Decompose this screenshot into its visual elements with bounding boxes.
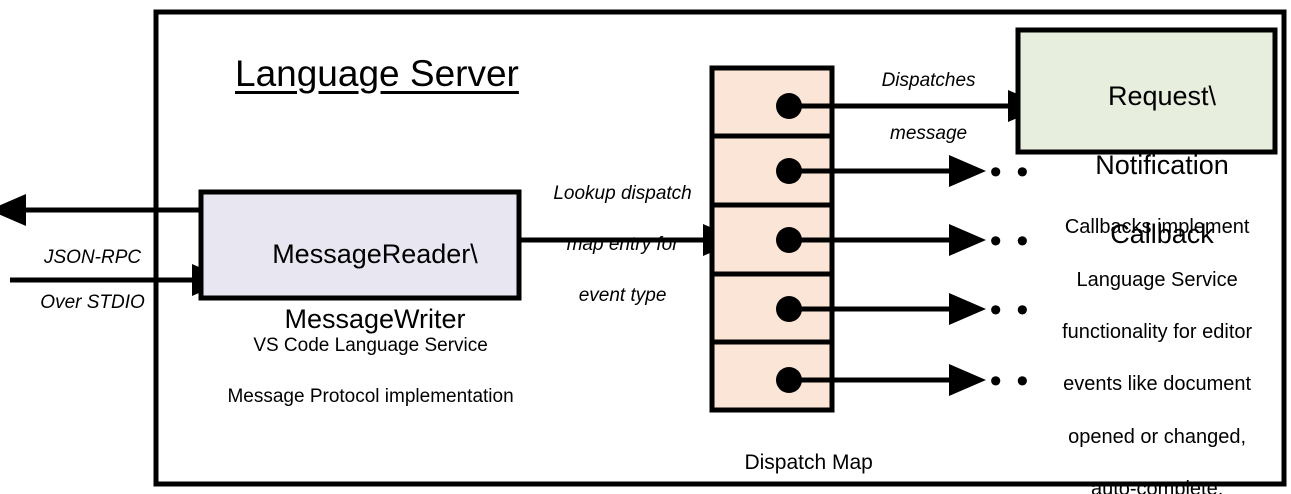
callback-description-caption: Callbacks implement Language Service fun…	[1005, 188, 1287, 494]
page-title: Language Server	[235, 53, 519, 94]
callback-line-1: Request\	[1107, 80, 1217, 111]
message-reader-writer-caption: VS Code Language Service Message Protoco…	[185, 307, 535, 435]
message-reader-writer-box	[198, 189, 522, 301]
callback-caption-line-5: opened or changed,	[1068, 425, 1247, 448]
callback-caption-line-6: auto-complete,	[1090, 478, 1224, 494]
request-notification-callback-box	[1015, 27, 1278, 155]
message-reader-writer-label: MessageReader\ MessageWriter	[200, 206, 520, 368]
jsonrpc-label-line1: JSON-RPC	[44, 246, 142, 268]
dispatch-target-ellipsis-4: • • •	[963, 291, 1033, 329]
dispatches-line-1: Dispatches	[881, 69, 976, 91]
reader-caption-line-2: Message Protocol implementation	[227, 385, 514, 407]
lookup-line-3: event type	[578, 285, 667, 307]
callback-caption-line-3: functionality for editor	[1062, 320, 1253, 343]
language-server-boundary	[153, 9, 1287, 487]
dispatch-target-ellipsis-5: • • •	[963, 362, 1033, 400]
callback-caption-line-1: Callbacks implement	[1064, 216, 1250, 239]
jsonrpc-channel-label: JSON-RPC Over STDIO	[12, 224, 152, 338]
reader-caption-line-1: VS Code Language Service	[253, 334, 488, 356]
request-notification-callback-label: Request\ Notification Callback	[1022, 44, 1272, 286]
callback-caption-line-2: Language Service	[1076, 268, 1238, 291]
dispatch-map-cell-1	[709, 65, 835, 139]
dispatches-message-label: Dispatches message	[828, 41, 1008, 174]
reader-line-1: MessageReader\	[272, 239, 478, 270]
dispatch-map-cell-5	[709, 339, 835, 413]
lookup-line-1: Lookup dispatch	[553, 182, 692, 204]
callback-caption-line-4: events like document	[1063, 373, 1252, 396]
reader-line-2: MessageWriter	[284, 304, 466, 335]
dispatch-target-ellipsis-3: • • •	[963, 222, 1033, 260]
dispatch-map-caption: Dispatch Map (event_type, callback)	[650, 421, 944, 494]
lookup-dispatch-label: Lookup dispatch map entry for event type	[512, 155, 712, 334]
callback-line-3: Callback	[1110, 218, 1214, 249]
dispatches-line-2: message	[890, 122, 968, 144]
callback-line-2: Notification	[1095, 149, 1229, 180]
dispatch-caption-line-1: Dispatch Map	[744, 451, 873, 475]
lookup-line-2: map entry for	[566, 233, 679, 255]
dispatch-target-ellipsis-2: • • •	[963, 153, 1033, 191]
jsonrpc-label-line2: Over STDIO	[40, 292, 145, 314]
